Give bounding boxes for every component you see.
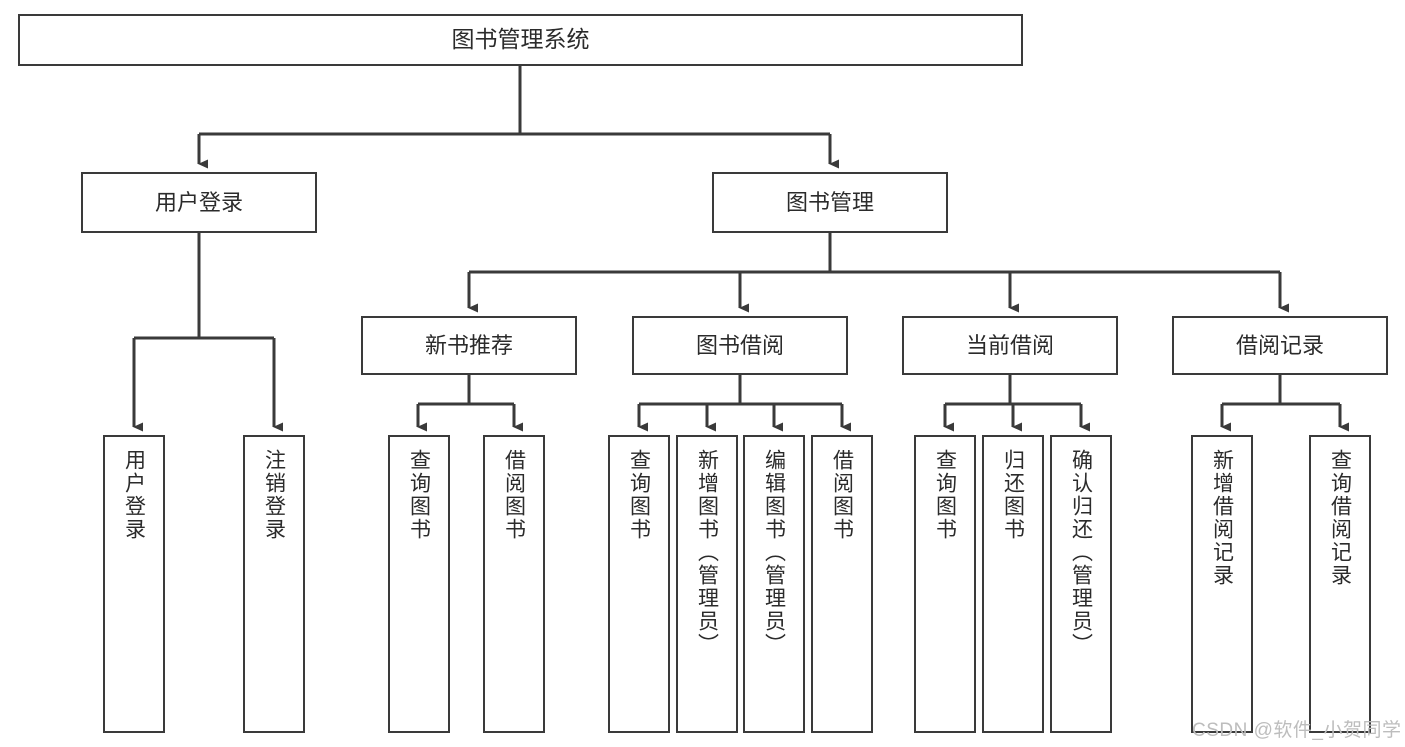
node-label: 新增借阅记录 — [1210, 449, 1234, 587]
leaf-borrow-add-book-admin[interactable]: 新增图书（管理员） — [676, 435, 738, 733]
node-label: 新书推荐 — [424, 332, 513, 358]
leaf-current-return-books[interactable]: 归还图书 — [982, 435, 1044, 733]
node-label: 图书管理 — [785, 189, 874, 215]
leaf-records-query-record[interactable]: 查询借阅记录 — [1309, 435, 1371, 733]
node-label: 图书管理系统 — [451, 26, 590, 53]
node-current-borrowing[interactable]: 当前借阅 — [902, 316, 1118, 375]
node-label: 编辑图书（管理员） — [762, 449, 786, 656]
node-label: 查询图书 — [407, 449, 431, 541]
node-label: 借阅记录 — [1235, 332, 1324, 358]
node-label: 确认归还（管理员） — [1069, 449, 1093, 656]
node-label: 查询图书 — [933, 449, 957, 541]
node-label: 查询图书 — [627, 449, 651, 541]
node-label: 用户登录 — [122, 449, 146, 541]
csdn-watermark: CSDN @软件_小贺同学 — [1192, 720, 1402, 741]
leaf-records-add-record[interactable]: 新增借阅记录 — [1191, 435, 1253, 733]
node-label: 归还图书 — [1001, 449, 1025, 541]
node-label: 图书借阅 — [695, 332, 784, 358]
leaf-newbook-borrow-books[interactable]: 借阅图书 — [483, 435, 545, 733]
node-book-management[interactable]: 图书管理 — [712, 172, 948, 233]
node-root-book-management-system[interactable]: 图书管理系统 — [18, 14, 1023, 66]
node-new-book-recommendation[interactable]: 新书推荐 — [361, 316, 577, 375]
leaf-user-login-signout[interactable]: 注销登录 — [243, 435, 305, 733]
node-user-login[interactable]: 用户登录 — [81, 172, 317, 233]
leaf-newbook-query-books[interactable]: 查询图书 — [388, 435, 450, 733]
node-label: 查询借阅记录 — [1328, 449, 1352, 587]
node-label: 借阅图书 — [502, 449, 526, 541]
leaf-current-confirm-return-admin[interactable]: 确认归还（管理员） — [1050, 435, 1112, 733]
node-label: 用户登录 — [154, 189, 243, 215]
node-book-borrowing[interactable]: 图书借阅 — [632, 316, 848, 375]
leaf-current-query-books[interactable]: 查询图书 — [914, 435, 976, 733]
node-label: 注销登录 — [262, 449, 286, 541]
leaf-user-login-signin[interactable]: 用户登录 — [103, 435, 165, 733]
node-label: 当前借阅 — [965, 332, 1054, 358]
node-label: 新增图书（管理员） — [695, 449, 719, 656]
node-borrow-records[interactable]: 借阅记录 — [1172, 316, 1388, 375]
node-label: 借阅图书 — [830, 449, 854, 541]
leaf-borrow-borrow-books[interactable]: 借阅图书 — [811, 435, 873, 733]
leaf-borrow-edit-book-admin[interactable]: 编辑图书（管理员） — [743, 435, 805, 733]
leaf-borrow-query-books[interactable]: 查询图书 — [608, 435, 670, 733]
